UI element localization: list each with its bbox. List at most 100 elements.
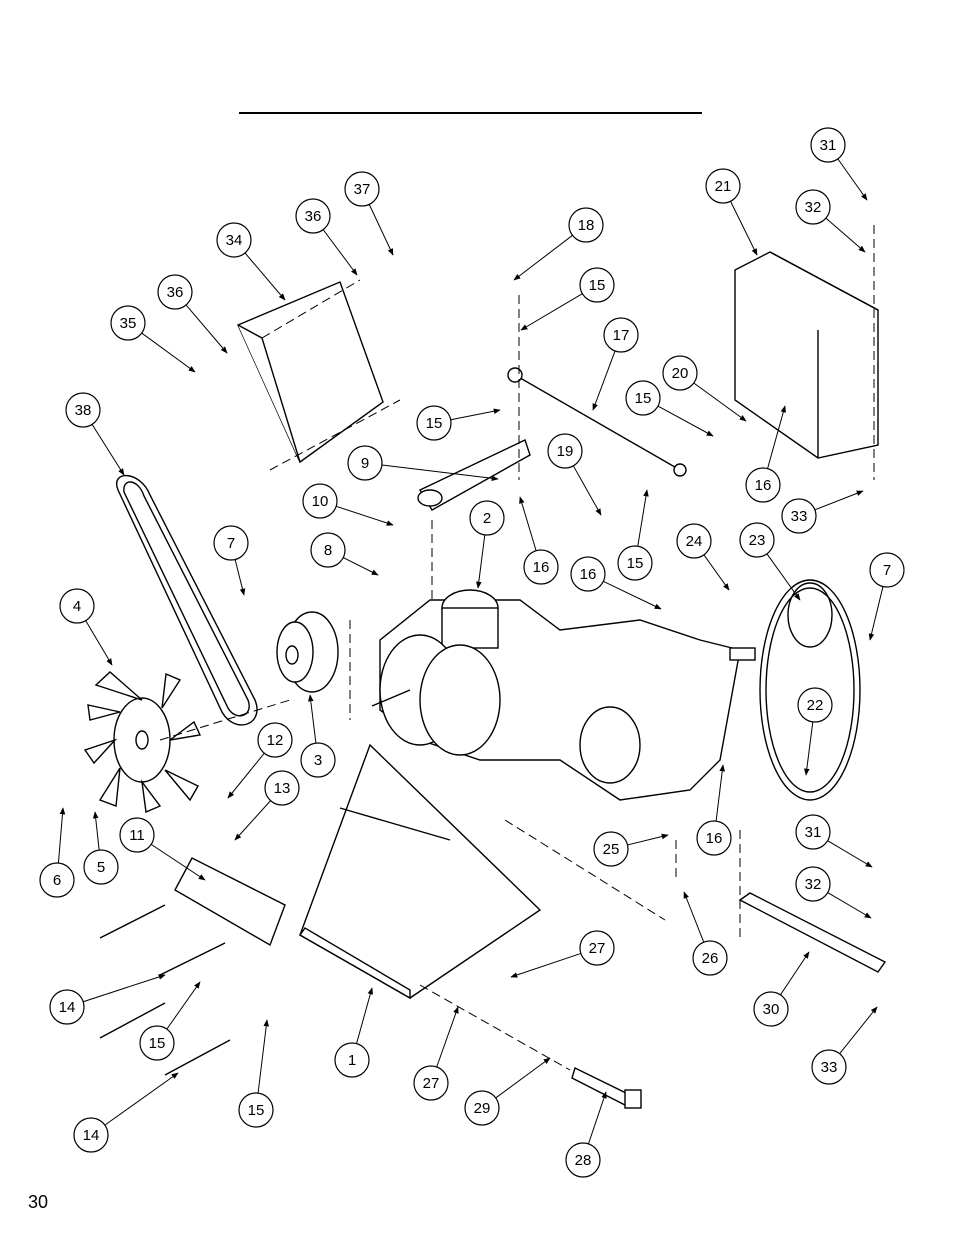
callout-number: 15 bbox=[635, 390, 652, 407]
callout-ring bbox=[696, 820, 732, 856]
long-bolts-drawing bbox=[99, 904, 231, 1076]
callout-number: 36 bbox=[305, 208, 322, 225]
callout-leader bbox=[510, 952, 582, 978]
callout-30: 30 bbox=[753, 951, 810, 1027]
callout-number: 27 bbox=[589, 940, 606, 957]
callout-number: 32 bbox=[805, 199, 822, 216]
callout-leader bbox=[185, 304, 228, 354]
callout-number: 21 bbox=[715, 178, 732, 195]
callout-32: 32 bbox=[795, 866, 872, 919]
callout-2: 2 bbox=[469, 500, 505, 589]
callout-leader bbox=[381, 464, 499, 482]
callout-leader bbox=[814, 490, 864, 511]
title-rule bbox=[239, 112, 702, 114]
callout-8: 8 bbox=[310, 532, 379, 576]
callout-ring bbox=[745, 467, 781, 503]
callout-leader bbox=[868, 586, 884, 641]
callout-16: 16 bbox=[519, 496, 559, 585]
callout-number: 2 bbox=[483, 510, 491, 527]
callout-leader bbox=[827, 892, 872, 919]
callout-18: 18 bbox=[513, 207, 604, 281]
callout-number: 28 bbox=[575, 1152, 592, 1169]
callout-ring bbox=[469, 500, 505, 536]
callout-number: 3 bbox=[314, 752, 322, 769]
callout-ring bbox=[347, 445, 383, 481]
callout-leader bbox=[513, 234, 573, 281]
callout-leader bbox=[767, 405, 787, 469]
callout-ring bbox=[662, 355, 698, 391]
callout-number: 24 bbox=[686, 533, 703, 550]
callout-ring bbox=[603, 317, 639, 353]
callout-leader bbox=[92, 811, 100, 851]
callout-leader bbox=[85, 620, 113, 666]
callout-ring bbox=[73, 1117, 109, 1153]
callout-12: 12 bbox=[227, 722, 293, 799]
callout-number: 19 bbox=[557, 443, 574, 460]
callout-leader bbox=[356, 987, 374, 1044]
callout-leader bbox=[627, 833, 669, 846]
callout-21: 21 bbox=[705, 168, 758, 256]
callout-number: 15 bbox=[627, 555, 644, 572]
callout-15: 15 bbox=[617, 489, 653, 581]
callout-22: 22 bbox=[797, 687, 833, 776]
callout-ring bbox=[110, 305, 146, 341]
callout-number: 6 bbox=[53, 872, 61, 889]
callout-number: 37 bbox=[354, 181, 371, 198]
callout-number: 36 bbox=[167, 284, 184, 301]
callout-33: 33 bbox=[781, 490, 864, 534]
callout-number: 10 bbox=[312, 493, 329, 510]
callout-ring bbox=[83, 849, 119, 885]
callout-ring bbox=[811, 1049, 847, 1085]
callout-leader bbox=[307, 694, 317, 744]
callout-ring bbox=[413, 1065, 449, 1101]
callout-31: 31 bbox=[795, 814, 873, 868]
v-belt-drawing bbox=[115, 474, 258, 726]
callout-number: 17 bbox=[613, 327, 630, 344]
callout-leader bbox=[476, 534, 486, 589]
callout-19: 19 bbox=[547, 433, 602, 516]
callout-number: 32 bbox=[805, 876, 822, 893]
callout-number: 27 bbox=[423, 1075, 440, 1092]
callout-ring bbox=[797, 687, 833, 723]
callout-leader bbox=[450, 408, 501, 421]
callout-36: 36 bbox=[295, 198, 358, 276]
callout-number: 30 bbox=[763, 1001, 780, 1018]
callout-number: 31 bbox=[820, 137, 837, 154]
callout-leader bbox=[166, 981, 201, 1030]
callout-15: 15 bbox=[520, 267, 615, 331]
callout-ring bbox=[547, 433, 583, 469]
callout-28: 28 bbox=[565, 1091, 607, 1178]
callout-17: 17 bbox=[592, 317, 639, 411]
callout-leader bbox=[83, 974, 166, 1003]
callout-15: 15 bbox=[139, 981, 201, 1061]
callout-ring bbox=[523, 549, 559, 585]
callout-leader bbox=[322, 229, 358, 276]
callout-leader bbox=[637, 489, 649, 547]
callout-ring bbox=[676, 523, 712, 559]
callout-ring bbox=[795, 189, 831, 225]
callout-9: 9 bbox=[347, 445, 499, 482]
callout-7: 7 bbox=[213, 525, 249, 596]
callout-ring bbox=[65, 392, 101, 428]
callout-29: 29 bbox=[464, 1057, 551, 1126]
callout-ring bbox=[295, 198, 331, 234]
callout-ring bbox=[795, 814, 831, 850]
callout-25: 25 bbox=[593, 831, 669, 867]
callout-34: 34 bbox=[216, 222, 286, 301]
callout-ring bbox=[238, 1092, 274, 1128]
callout-ring bbox=[568, 207, 604, 243]
callout-16: 16 bbox=[745, 405, 787, 503]
callout-ring bbox=[216, 222, 252, 258]
callout-leader bbox=[342, 557, 379, 576]
callout-leader bbox=[495, 1057, 551, 1099]
callout-16: 16 bbox=[696, 764, 732, 856]
callout-leader bbox=[804, 721, 814, 776]
callout-number: 7 bbox=[227, 535, 235, 552]
callout-number: 22 bbox=[807, 697, 824, 714]
callout-ring bbox=[310, 532, 346, 568]
callout-ring bbox=[59, 588, 95, 624]
callout-14: 14 bbox=[49, 974, 166, 1025]
callout-number: 7 bbox=[883, 562, 891, 579]
control-arm-drawing bbox=[417, 439, 531, 511]
